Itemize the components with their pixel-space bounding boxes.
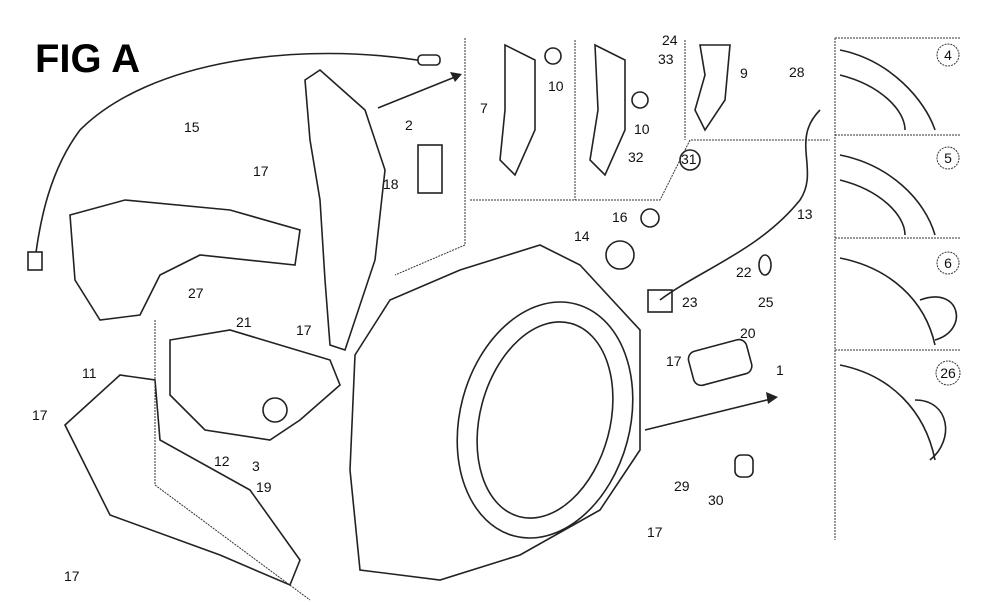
callout: 17: [253, 163, 269, 179]
group-outline: [394, 38, 466, 276]
group-outline: [470, 40, 830, 201]
shroud-opening-inner: [476, 321, 614, 519]
callout: 17: [666, 353, 682, 369]
variant-marker: 6: [936, 251, 960, 275]
part-7: [499, 43, 536, 177]
svg-text:6: 6: [944, 255, 952, 271]
callout: 30: [708, 492, 724, 508]
callout: 16: [612, 209, 628, 225]
ignition-coil-2: [417, 144, 443, 194]
group-outline: [154, 320, 311, 601]
callout: 24: [662, 32, 678, 48]
callout: 22: [736, 264, 752, 280]
callout: 1: [776, 362, 784, 378]
callout: 20: [740, 325, 756, 341]
callout-labels: 15 17 27 17 21 11 17 12 3 19 17 18 2 7 1…: [32, 32, 813, 584]
grommet-16: [640, 208, 660, 228]
arrow: [644, 397, 776, 431]
air-guide-plate: [304, 68, 386, 352]
callout: 18: [383, 176, 399, 192]
svg-text:26: 26: [940, 365, 956, 381]
svg-text:5: 5: [944, 150, 952, 166]
arrow-head: [766, 392, 778, 404]
arrow: [377, 74, 461, 109]
callout: 9: [740, 65, 748, 81]
callout: 14: [574, 228, 590, 244]
arrow-head: [450, 72, 462, 82]
ring-25: [758, 254, 772, 276]
variant-panels: [834, 37, 960, 540]
variant-panel-5: [839, 154, 936, 236]
callout: 10: [634, 121, 650, 137]
callout: 17: [647, 524, 663, 540]
callout: 11: [82, 365, 97, 381]
cable-end: [27, 251, 43, 271]
callout: 21: [236, 314, 252, 330]
switch-3: [262, 397, 288, 423]
figure-title: FIG A: [35, 37, 140, 81]
part-31: [679, 149, 701, 171]
switch-14: [605, 240, 635, 270]
variant-marker: 5: [936, 146, 960, 170]
part-29: [734, 454, 754, 478]
callout: 33: [658, 51, 674, 67]
harness-28: [659, 109, 821, 301]
callout: 27: [188, 285, 204, 301]
callout: 28: [789, 64, 805, 80]
part-1: [687, 338, 753, 387]
variant-panel-6: [839, 257, 958, 346]
callout: 2: [405, 117, 413, 133]
callout: 17: [64, 568, 80, 584]
svg-text:4: 4: [944, 47, 952, 63]
callout: 12: [214, 453, 230, 469]
variant-marker: 4: [936, 43, 960, 67]
cable-end: [417, 54, 441, 66]
callout: 17: [296, 322, 312, 338]
bracket-12: [169, 329, 341, 441]
callout: 13: [797, 206, 813, 222]
callout: 29: [674, 478, 690, 494]
callout: 15: [184, 119, 200, 135]
variant-panel-26: [839, 364, 947, 461]
callout: 10: [548, 78, 564, 94]
part-32: [589, 43, 626, 177]
guard-11: [64, 374, 301, 587]
variant-marker: 26: [935, 360, 961, 386]
callout: 17: [32, 407, 48, 423]
nut-10: [544, 47, 562, 65]
callout: 25: [758, 294, 774, 310]
callout: 7: [480, 100, 488, 116]
callout: 19: [256, 479, 272, 495]
cover-27: [69, 199, 301, 321]
callout: 3: [252, 458, 260, 474]
part-9: [694, 44, 731, 132]
callout: 23: [682, 294, 698, 310]
callout: 31: [681, 151, 697, 167]
nut-10: [631, 91, 649, 109]
variant-panel-4: [839, 49, 936, 131]
callout: 32: [628, 149, 644, 165]
cable-15: [34, 52, 431, 261]
